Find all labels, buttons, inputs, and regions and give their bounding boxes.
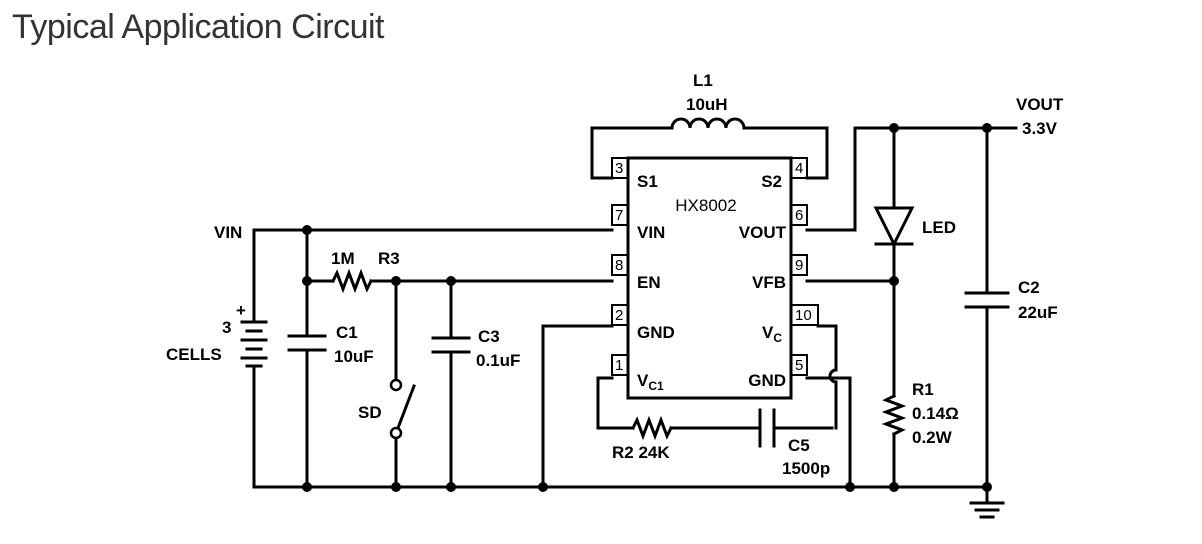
pin-label-s2: S2 <box>761 172 782 191</box>
pin-label-vin: VIN <box>637 223 665 242</box>
sd-switch <box>389 279 416 489</box>
vin-label: VIN <box>214 223 242 242</box>
pin-number-3: 3 <box>615 160 623 177</box>
resistor-r3 <box>305 268 614 294</box>
pin-number-2: 2 <box>615 307 623 324</box>
c3-value: 0.1uF <box>476 351 520 370</box>
pin-number-7: 7 <box>615 207 623 224</box>
pin-label-vc1: VC1 <box>637 371 664 393</box>
l1-name: L1 <box>693 71 713 90</box>
pin-number-1: 1 <box>615 357 623 374</box>
ground-icon <box>969 485 1005 519</box>
resistor-r1 <box>881 393 907 489</box>
pin-number-8: 8 <box>615 257 623 274</box>
vout-wire <box>805 126 1018 489</box>
pin-label-gnd: GND <box>637 323 675 342</box>
r3-value: 1M <box>331 249 355 268</box>
pin-label-vc: VC <box>762 323 782 345</box>
c5-name: C5 <box>788 436 810 455</box>
battery-plus: + <box>236 301 246 320</box>
c2-value: 22uF <box>1018 303 1058 322</box>
pin-label-vout: VOUT <box>739 223 787 242</box>
vin-wire <box>252 228 614 489</box>
r1-power: 0.2W <box>912 428 953 447</box>
capacitor-c2 <box>964 291 1010 309</box>
r3-name: R3 <box>378 249 400 268</box>
capacitor-c1 <box>287 334 327 352</box>
led-diode <box>873 206 915 398</box>
pin-number-5: 5 <box>795 357 803 374</box>
l1-value: 10uH <box>686 95 728 114</box>
led-label: LED <box>922 218 956 237</box>
pin-label-s1: S1 <box>637 172 658 191</box>
capacitor-c3 <box>431 279 471 489</box>
pin-label-en: EN <box>637 273 661 292</box>
pin-number-9: 9 <box>795 257 803 274</box>
battery-count: 3 <box>222 318 231 337</box>
c2-name: C2 <box>1018 278 1040 297</box>
pin-boxes <box>611 157 819 376</box>
vout-name: VOUT <box>1016 95 1064 114</box>
chip-name: HX8002 <box>675 196 736 215</box>
r2-label: R2 24K <box>612 443 670 462</box>
battery-symbol <box>240 320 268 368</box>
vout-value: 3.3V <box>1022 119 1058 138</box>
pin-number-4: 4 <box>795 160 803 177</box>
c5-value: 1500p <box>782 459 830 478</box>
compensation-network <box>596 324 852 489</box>
pin-label-gnd2: GND <box>748 371 786 390</box>
pin-label-vfb: VFB <box>752 273 786 292</box>
inductor-l1 <box>590 117 829 180</box>
c1-value: 10uF <box>334 347 374 366</box>
c3-name: C3 <box>478 327 500 346</box>
r1-name: R1 <box>912 380 934 399</box>
pin-number-6: 6 <box>795 207 803 224</box>
pin-number-10: 10 <box>795 307 812 324</box>
c1-name: C1 <box>336 323 358 342</box>
gnd-pin2-wire <box>541 324 614 489</box>
page-title: Typical Application Circuit <box>12 8 385 46</box>
hx8002-chip <box>626 156 793 400</box>
sd-label: SD <box>358 403 382 422</box>
r1-value: 0.14Ω <box>912 404 959 423</box>
battery-name: CELLS <box>166 345 222 364</box>
